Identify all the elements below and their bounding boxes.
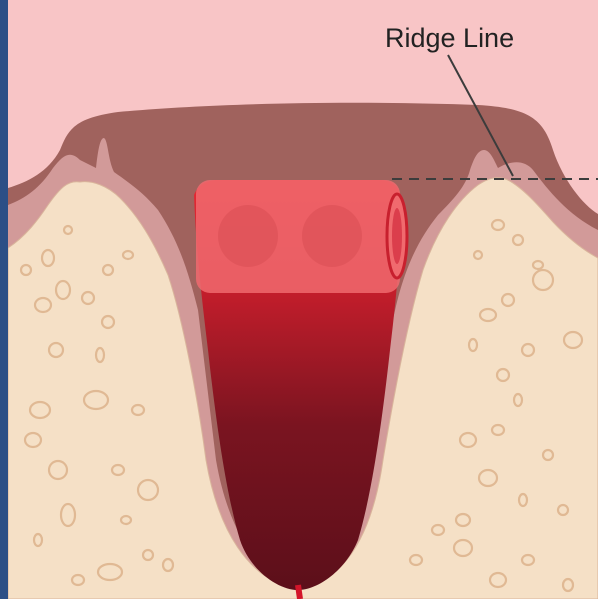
blood-drip [298,585,300,599]
ridge-diagram: Ridge Line [8,0,598,599]
graft-block [196,180,407,293]
graft-hole-right [302,205,362,267]
ridge-line-label: Ridge Line [385,23,514,53]
graft-hole-left [218,205,278,267]
